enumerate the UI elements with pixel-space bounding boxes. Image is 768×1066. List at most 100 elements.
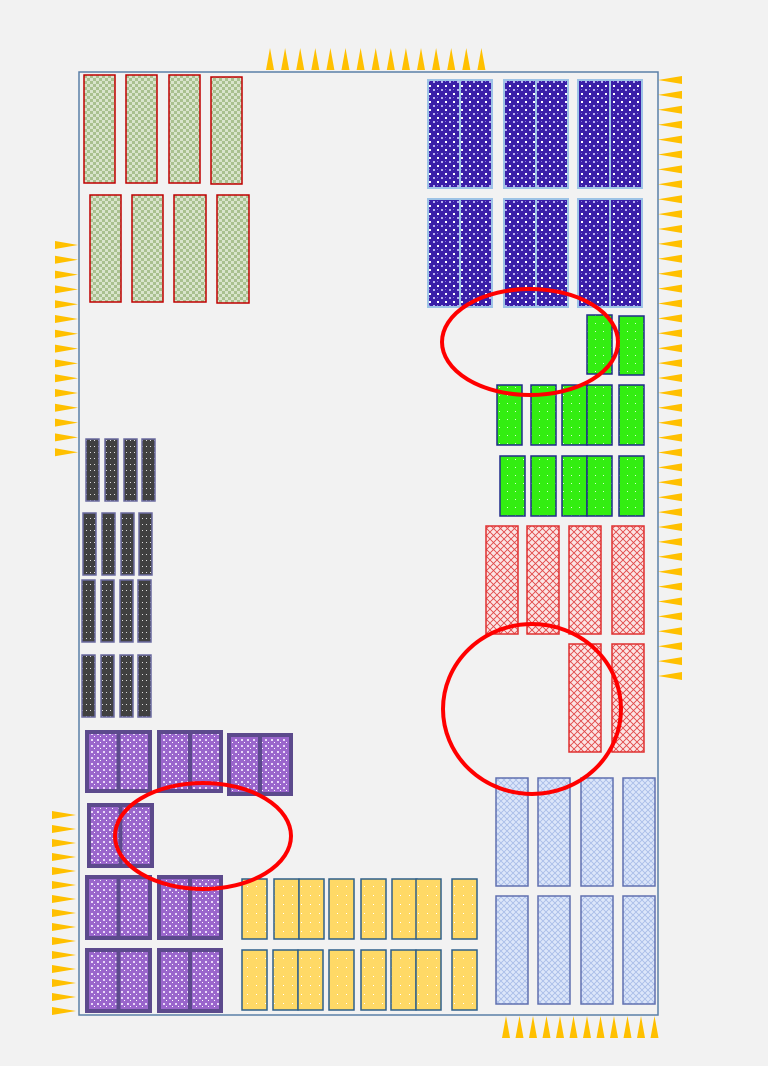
sage-block	[216, 194, 250, 304]
blue-block	[577, 198, 611, 308]
red-block	[526, 525, 560, 635]
pin-icon	[266, 48, 274, 70]
pin-icon	[55, 418, 78, 427]
pin-icon	[52, 895, 76, 903]
pin-icon	[596, 1016, 605, 1038]
pin-icon	[356, 48, 365, 70]
pin-icon	[658, 254, 682, 263]
purple-block-half	[89, 879, 117, 936]
pin-icon	[658, 448, 682, 457]
purple-block-half	[192, 734, 219, 789]
pin-icon	[55, 359, 78, 368]
pin-icon	[658, 90, 682, 99]
pin-icon	[55, 329, 78, 338]
purple-block-half	[120, 952, 148, 1009]
dark-block	[82, 512, 97, 576]
die-outline	[78, 71, 659, 1016]
lightblue-block	[580, 895, 614, 1005]
dark-block	[101, 512, 116, 576]
pin-icon	[502, 1016, 510, 1038]
pin-icon	[55, 255, 78, 264]
pin-icon	[658, 388, 682, 397]
yellow-block	[415, 949, 442, 1011]
io-pins	[52, 48, 682, 1038]
sage-block	[210, 76, 243, 185]
pin-icon	[658, 344, 682, 353]
dark-block	[119, 579, 134, 643]
pin-icon	[447, 48, 456, 70]
pin-icon	[52, 825, 76, 833]
blue-block	[535, 79, 569, 189]
sage-block	[125, 74, 158, 184]
purple-block-half	[120, 734, 148, 789]
purple-block-half	[262, 737, 289, 792]
pin-icon	[658, 552, 682, 561]
pin-icon	[55, 315, 78, 323]
yellow-block	[451, 949, 478, 1011]
pin-icon	[432, 48, 441, 70]
pin-icon	[658, 225, 682, 233]
pin-icon	[658, 299, 682, 308]
lightblue-block	[622, 777, 656, 887]
dark-block	[141, 438, 156, 502]
green-block	[618, 315, 645, 376]
pin-icon	[341, 48, 350, 70]
sage-block	[83, 74, 116, 184]
lightblue-block	[622, 895, 656, 1005]
pin-icon	[52, 965, 76, 973]
yellow-block	[297, 949, 324, 1011]
lightblue-block	[537, 777, 571, 887]
pin-icon	[52, 951, 76, 959]
yellow-block	[272, 949, 299, 1011]
pin-icon	[529, 1016, 537, 1038]
dark-block	[104, 438, 119, 502]
red-block	[485, 525, 519, 635]
blue-block	[503, 79, 537, 189]
blue-block	[609, 198, 643, 308]
pin-icon	[52, 853, 76, 861]
pin-icon	[658, 403, 682, 412]
pin-icon	[658, 165, 682, 174]
pin-icon	[658, 195, 682, 204]
yellow-block	[390, 949, 417, 1011]
pin-icon	[623, 1016, 632, 1038]
pin-icon	[658, 120, 682, 129]
blue-block	[609, 79, 643, 189]
highlight-ellipse	[440, 287, 620, 397]
highlight-ellipses	[113, 287, 623, 891]
pin-icon	[658, 76, 682, 84]
pin-icon	[371, 48, 380, 70]
pin-icon	[52, 811, 76, 819]
yellow-block	[273, 878, 300, 940]
pin-icon	[55, 389, 78, 397]
dark-block	[120, 512, 135, 576]
pin-icon	[658, 478, 682, 487]
yellow-block	[328, 949, 355, 1011]
pin-icon	[296, 48, 305, 70]
pin-icon	[658, 537, 682, 546]
yellow-block	[360, 878, 387, 940]
pin-icon	[658, 582, 682, 591]
pin-icon	[658, 493, 682, 502]
pin-icon	[658, 239, 682, 248]
dark-block	[138, 512, 153, 576]
blue-block	[459, 198, 493, 308]
blue-block	[427, 79, 461, 189]
pin-icon	[583, 1016, 591, 1038]
pin-icon	[658, 284, 682, 293]
pin-icon	[658, 135, 682, 144]
pin-icon	[658, 374, 682, 382]
green-block	[561, 455, 588, 517]
green-block	[618, 384, 645, 446]
purple-block-half	[161, 952, 188, 1009]
pin-icon	[55, 270, 78, 279]
blue-block	[427, 198, 461, 308]
yellow-block	[415, 878, 442, 940]
pin-icon	[658, 269, 682, 278]
blue-block	[577, 79, 611, 189]
pin-icon	[658, 523, 682, 531]
pin-icon	[386, 48, 395, 70]
pin-icon	[55, 241, 78, 249]
red-block	[568, 525, 602, 635]
pin-icon	[658, 180, 682, 189]
